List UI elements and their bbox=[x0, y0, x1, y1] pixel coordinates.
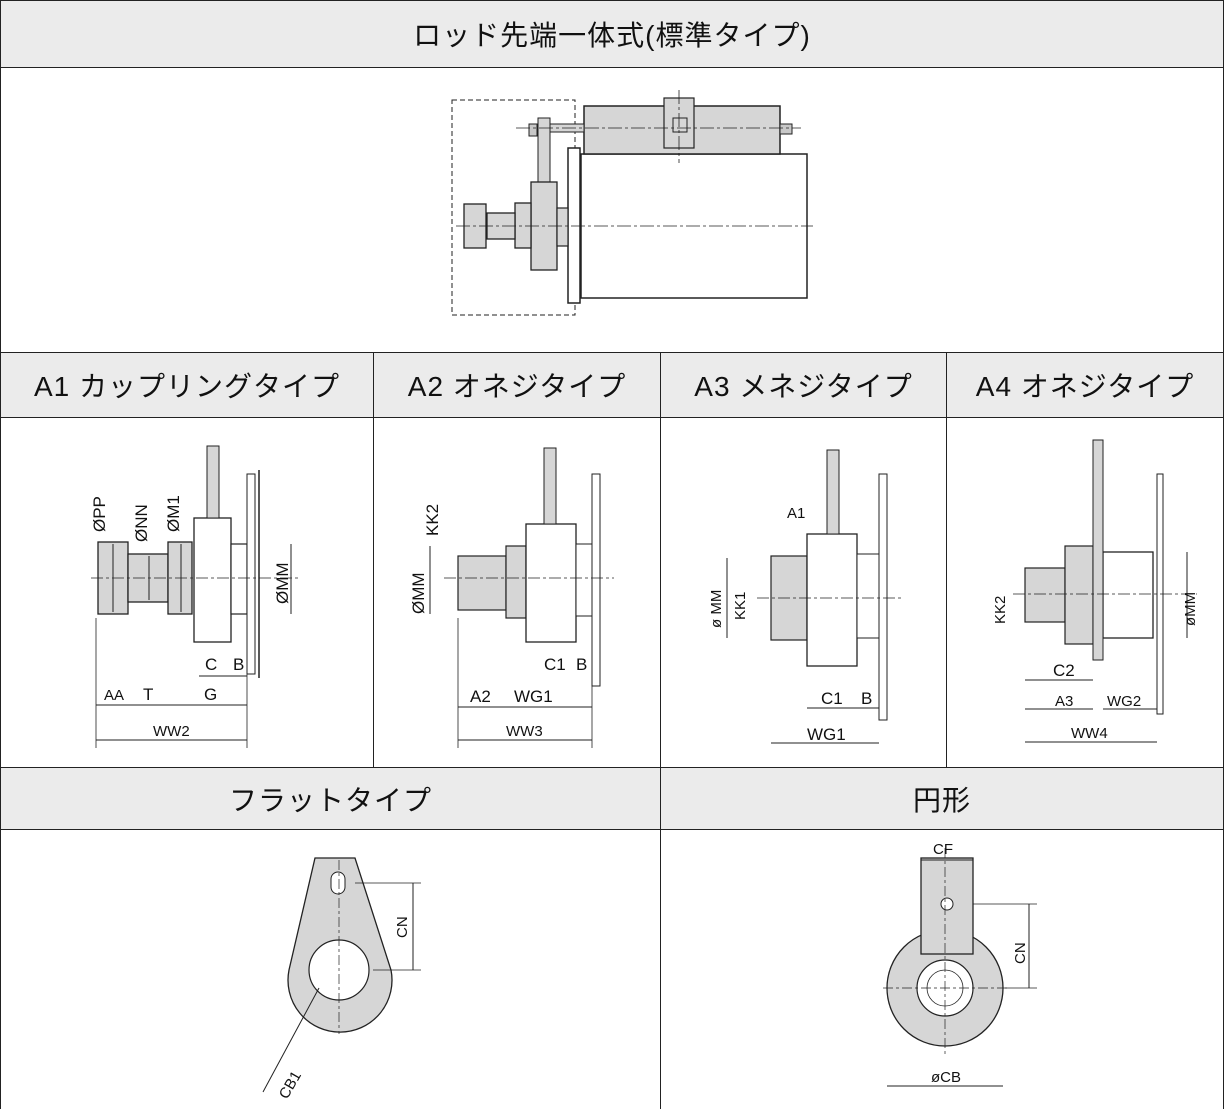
a2-dim-mm: ØMM bbox=[409, 572, 428, 614]
a4-male-thread-drawing: KK2 øMM C2 A3 WG2 WW4 bbox=[992, 439, 1199, 743]
a3-dim-c1: C1 bbox=[821, 689, 843, 708]
a1-dim-m1: ØM1 bbox=[164, 495, 183, 532]
a1-dim-ww2: WW2 bbox=[153, 723, 190, 740]
flat-dim-cb1: CB1 bbox=[276, 1068, 305, 1102]
type-header-a3: A3 メネジタイプ bbox=[660, 352, 947, 418]
type-header-a1: A1 カップリングタイプ bbox=[0, 352, 374, 418]
a1-coupling-drawing: ØPP ØNN ØM1 ØMM C B AA T G WW2 bbox=[90, 445, 301, 748]
a3-female-thread-drawing: A1 ø MM KK1 C1 B WG1 bbox=[708, 449, 901, 744]
a1-dim-t: T bbox=[143, 685, 153, 704]
type-header-a2: A2 オネジタイプ bbox=[373, 352, 661, 418]
a1-dim-aa: AA bbox=[104, 687, 124, 704]
type-label-a3: A3 メネジタイプ bbox=[694, 371, 913, 402]
a4-dim-mm: øMM bbox=[1182, 592, 1199, 626]
type-label-a4: A4 オネジタイプ bbox=[975, 371, 1195, 402]
a2-dim-a2: A2 bbox=[470, 687, 491, 706]
type-label-a2: A2 オネジタイプ bbox=[407, 371, 627, 402]
flat-dim-cn: CN bbox=[394, 916, 411, 938]
flat-type-drawing: CN CB1 bbox=[262, 857, 421, 1102]
round-type-drawing: CF CN øCB bbox=[883, 841, 1037, 1087]
round-dim-cf: CF bbox=[933, 841, 953, 858]
a2-dim-wg1: WG1 bbox=[514, 687, 553, 706]
a1-drawing-cell: ØPP ØNN ØM1 ØMM C B AA T G WW2 bbox=[0, 417, 374, 768]
a1-dim-b: B bbox=[233, 655, 244, 674]
a2-dim-ww3: WW3 bbox=[506, 723, 543, 740]
a4-dim-ww4: WW4 bbox=[1071, 725, 1108, 742]
flat-type-drawing-cell: CN CB1 bbox=[0, 829, 661, 1109]
title-header: ロッド先端一体式(標準タイプ) bbox=[0, 0, 1224, 68]
a1-dim-mm: ØMM bbox=[273, 562, 292, 604]
a1-dim-pp: ØPP bbox=[90, 496, 109, 532]
round-type-label: 円形 bbox=[912, 784, 971, 816]
a1-dim-nn: ØNN bbox=[132, 504, 151, 542]
round-dim-cb: øCB bbox=[931, 1069, 961, 1086]
a3-dim-kk1: KK1 bbox=[732, 592, 749, 620]
title-text: ロッド先端一体式(標準タイプ) bbox=[413, 20, 811, 51]
a3-dim-wg1: WG1 bbox=[807, 725, 846, 744]
a4-dim-a3: A3 bbox=[1055, 693, 1073, 710]
a2-dim-c1: C1 bbox=[544, 655, 566, 674]
a4-dim-kk2: KK2 bbox=[992, 596, 1009, 624]
a3-drawing-cell: A1 ø MM KK1 C1 B WG1 bbox=[660, 417, 947, 768]
round-type-drawing-cell: CF CN øCB bbox=[660, 829, 1224, 1109]
a2-dim-b: B bbox=[576, 655, 587, 674]
flat-type-header: フラットタイプ bbox=[0, 767, 661, 830]
a3-dim-a1: A1 bbox=[787, 505, 805, 522]
a2-dim-kk2: KK2 bbox=[423, 504, 442, 536]
a1-dim-c: C bbox=[205, 655, 217, 674]
a3-dim-b: B bbox=[861, 689, 872, 708]
a4-drawing-cell: KK2 øMM C2 A3 WG2 WW4 bbox=[946, 417, 1224, 768]
main-assembly-drawing bbox=[451, 90, 813, 316]
a4-dim-c2: C2 bbox=[1053, 661, 1075, 680]
a4-dim-wg2: WG2 bbox=[1107, 693, 1141, 710]
a1-dim-g: G bbox=[204, 685, 217, 704]
a2-drawing-cell: KK2 ØMM C1 B A2 WG1 WW3 bbox=[373, 417, 661, 768]
type-label-a1: A1 カップリングタイプ bbox=[33, 371, 341, 402]
a2-male-thread-drawing: KK2 ØMM C1 B A2 WG1 WW3 bbox=[409, 447, 614, 748]
main-drawing-cell bbox=[0, 67, 1224, 353]
flat-type-label: フラットタイプ bbox=[228, 784, 432, 816]
round-dim-cn: CN bbox=[1012, 942, 1029, 964]
a3-dim-mm: ø MM bbox=[708, 590, 725, 628]
type-header-a4: A4 オネジタイプ bbox=[946, 352, 1224, 418]
round-type-header: 円形 bbox=[660, 767, 1224, 830]
